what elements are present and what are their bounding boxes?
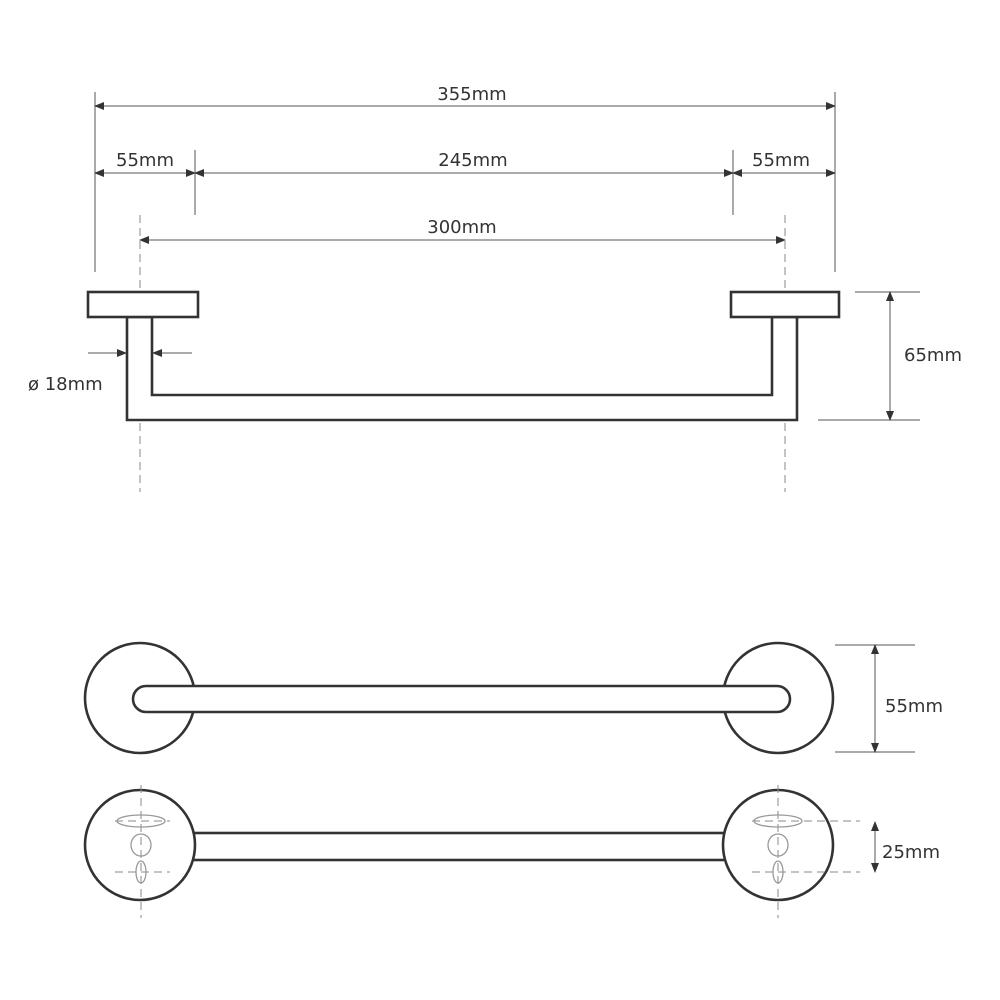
dimension-depth: 65mm: [818, 291, 962, 421]
label-plate-right: 55mm: [752, 150, 810, 171]
front-view: [83, 641, 835, 755]
dimension-plate-diameter: 55mm: [835, 644, 943, 753]
left-mounting-holes: [115, 785, 170, 918]
right-wall-plate: [729, 290, 841, 319]
right-mounting-holes: [752, 785, 860, 918]
rear-view: [83, 785, 860, 918]
label-plate-left: 55mm: [116, 150, 174, 171]
label-depth: 65mm: [904, 345, 962, 366]
label-overall-width: 355mm: [437, 84, 506, 105]
label-plate-diameter: 55mm: [885, 696, 943, 717]
label-hole-spacing: 25mm: [882, 842, 940, 863]
left-wall-plate: [86, 290, 200, 319]
dimension-tube-diameter: ø 18mm: [28, 349, 192, 395]
label-center-distance: 300mm: [427, 217, 496, 238]
label-bar-span: 245mm: [438, 150, 507, 171]
dimension-plates-and-span: 55mm 245mm 55mm: [94, 150, 836, 215]
dimension-hole-spacing: 25mm: [871, 821, 940, 873]
top-view: [86, 290, 841, 422]
dimension-overall-width: 355mm: [94, 84, 836, 272]
dimension-center-distance: 300mm: [139, 215, 786, 492]
label-tube-diameter: ø 18mm: [28, 374, 103, 395]
